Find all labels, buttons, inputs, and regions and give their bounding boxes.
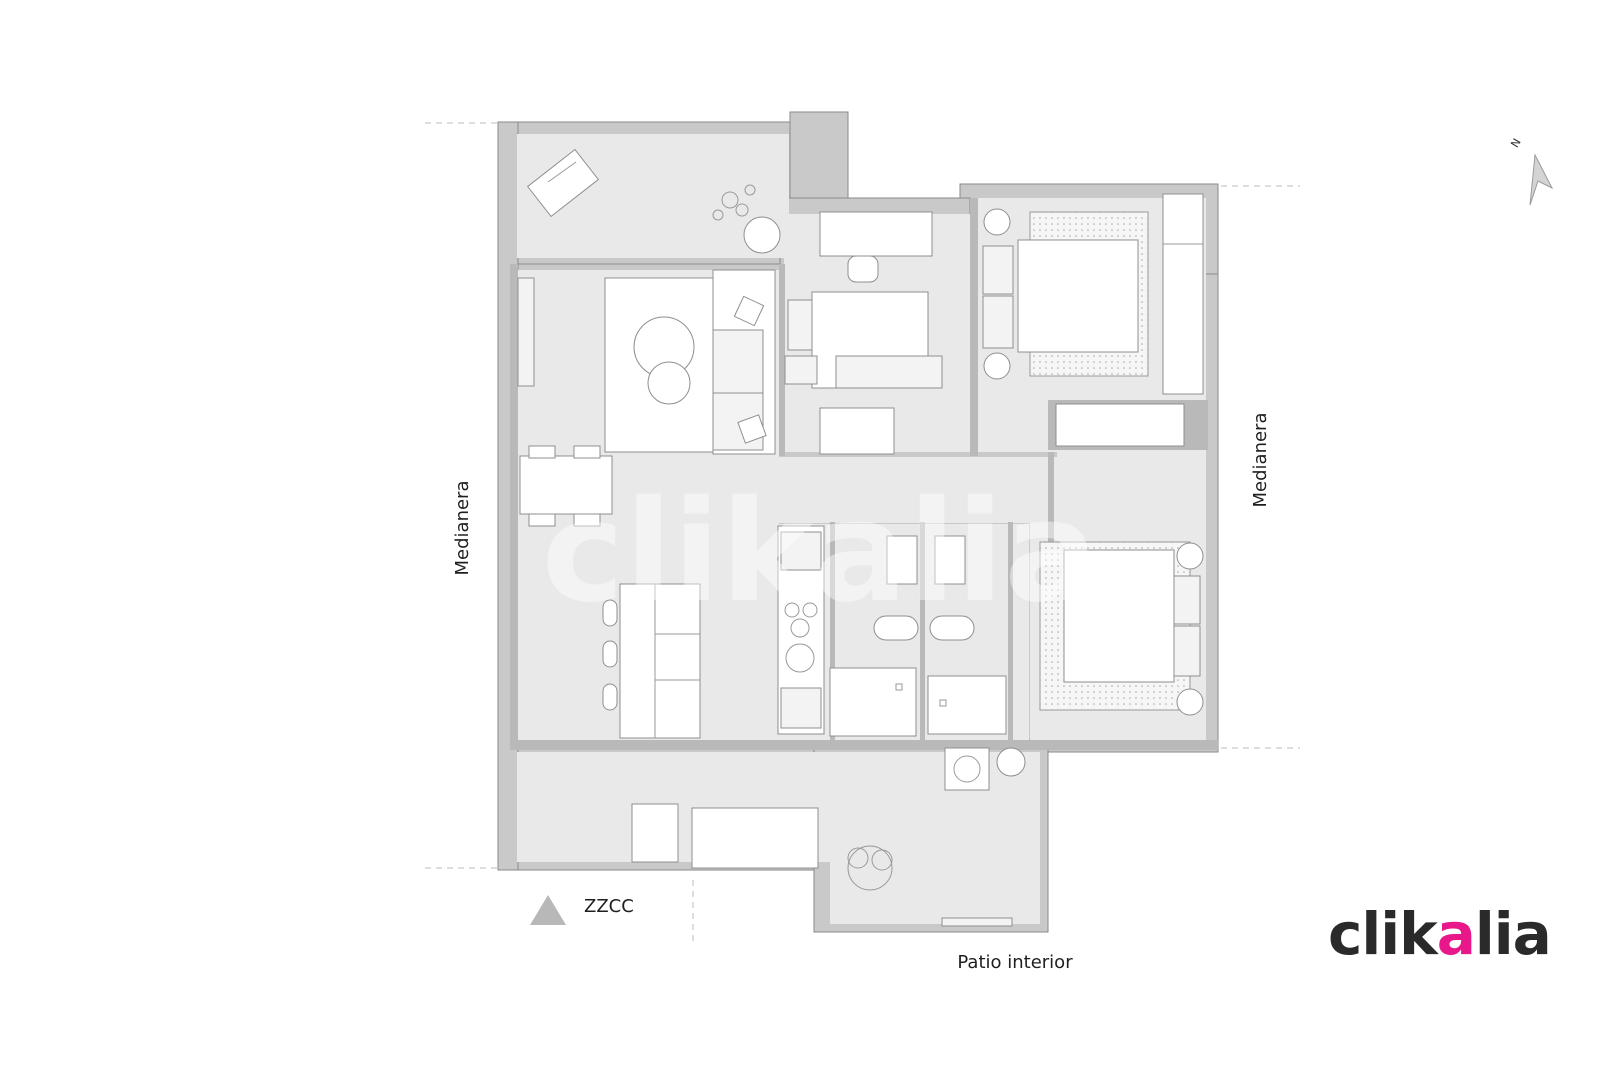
hallway [617, 457, 1057, 523]
terrace-lounger [526, 148, 600, 218]
clikalia-logo: clikalia [1328, 900, 1552, 968]
double-bed-master [1039, 541, 1204, 716]
double-bed-2 [982, 208, 1149, 380]
interior-patio-label: Patio interior [957, 952, 1073, 973]
sofa [712, 269, 776, 455]
single-bed [784, 291, 943, 455]
wardrobe-2 [1055, 193, 1204, 447]
common-zones-marker: ZZCC [530, 895, 634, 925]
common-zones-label: ZZCC [584, 896, 634, 917]
reference-lines [425, 122, 1300, 945]
laundry-terrace [830, 752, 1040, 924]
living-rug [604, 277, 716, 453]
left-party-wall-label: Medianera [452, 481, 473, 576]
bathroom-1 [829, 535, 919, 737]
north-label: N [1508, 136, 1523, 150]
kitchen-island [602, 583, 701, 739]
watermark: clikalia [542, 471, 1099, 634]
hall-right [1057, 452, 1206, 522]
tv-unit [517, 277, 535, 387]
bathroom-2 [927, 535, 1007, 735]
south-terrace-items [631, 803, 893, 891]
right-party-wall-label: Medianera [1250, 413, 1271, 508]
terrace-plant [712, 184, 781, 254]
desk [819, 211, 933, 283]
patio-grille [941, 917, 1013, 927]
north-arrow-icon: N [1508, 136, 1554, 206]
dining-table [519, 445, 613, 527]
logo-text-start: clik [1328, 900, 1438, 968]
logo-text-mark: a [1436, 900, 1476, 968]
washing-machines [944, 747, 1026, 791]
triangle-icon [530, 895, 566, 925]
kitchen-counter [777, 525, 825, 735]
logo-text-end: lia [1474, 900, 1552, 968]
